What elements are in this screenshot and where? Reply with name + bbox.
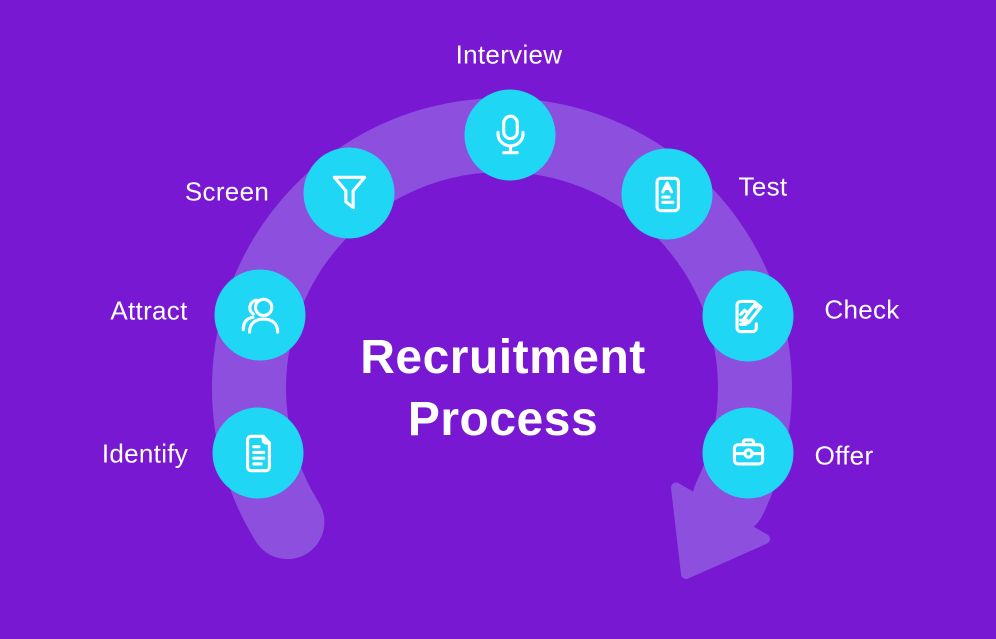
step-label-identify: Identify — [101, 438, 189, 469]
step-identify — [212, 407, 304, 499]
document-icon — [233, 428, 283, 478]
step-label-attract: Attract — [110, 295, 188, 326]
step-offer — [702, 407, 794, 499]
title-line-1: Recruitment — [360, 331, 646, 384]
step-label-screen: Screen — [184, 176, 270, 207]
test-paper-icon — [642, 169, 692, 219]
clipboard-pencil-icon — [723, 291, 773, 341]
step-interview — [464, 89, 556, 181]
step-check — [702, 270, 794, 362]
step-label-offer: Offer — [814, 440, 874, 471]
step-screen — [303, 147, 395, 239]
step-test — [621, 148, 713, 240]
step-label-interview: Interview — [455, 39, 563, 70]
step-label-test: Test — [738, 171, 788, 202]
people-icon — [235, 290, 285, 340]
briefcase-icon — [723, 428, 773, 478]
step-attract — [214, 269, 306, 361]
step-label-check: Check — [824, 294, 900, 325]
title-line-2: Process — [407, 393, 599, 446]
arrow-head-icon — [671, 482, 770, 579]
microphone-icon — [485, 110, 535, 160]
page-title: Recruitment Process — [360, 327, 646, 451]
funnel-icon — [324, 168, 374, 218]
